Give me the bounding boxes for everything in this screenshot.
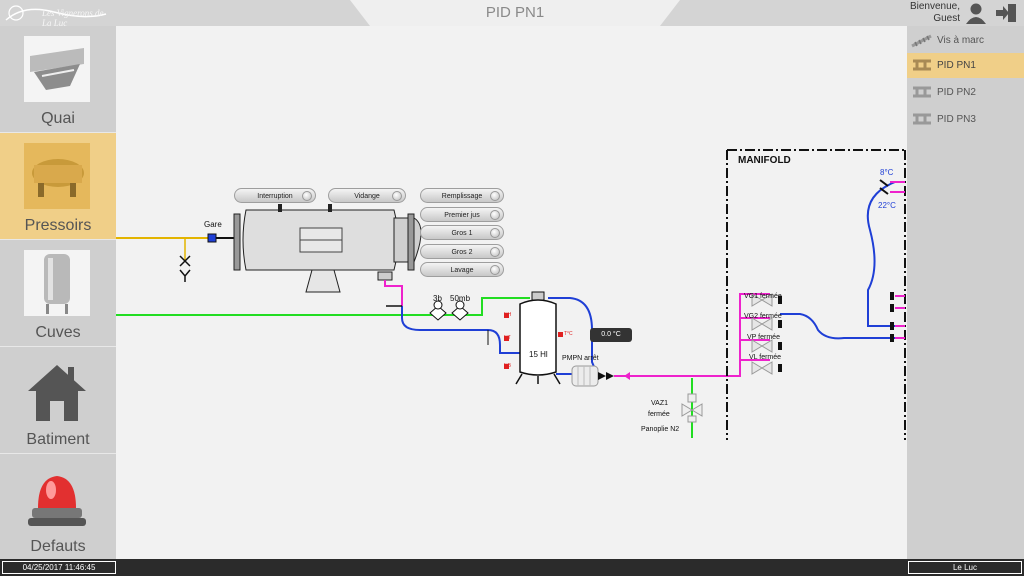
nt-sensor-label: NT [504,335,511,341]
tank-icon [24,250,90,316]
logout-icon[interactable] [994,3,1018,23]
pid-icon [913,113,931,125]
tank-volume-label: 15 Hl [529,350,548,359]
nav-item-pid-pn1[interactable]: PID PN1 [907,53,1024,78]
vg2-valve-label[interactable]: VG2 fermée [744,313,782,320]
nav-item-defauts[interactable]: Defauts [0,454,116,561]
wine-press-icon [24,143,90,209]
brand-logo: Les Vignerons de La Luc [4,2,112,28]
temp-high-label: 8°C [880,168,894,177]
premier-jus-button[interactable]: Premier jus [420,207,504,222]
status-led-icon [490,210,500,220]
manifold-valves-icon [751,293,773,375]
vaz1-state: fermée [648,411,670,418]
remplissage-button[interactable]: Remplissage [420,188,504,203]
pid-canvas [116,26,907,559]
status-led-icon [490,247,500,257]
press-hopper-icon [24,36,90,102]
screw-conveyor-icon [911,34,932,48]
welcome-text: Bienvenue, Guest [909,1,960,24]
nav-item-pid-pn2[interactable]: PID PN2 [907,80,1024,105]
status-led-icon [490,191,500,201]
vaz1-label: VAZ1 [651,400,668,407]
pipe-magenta-manifold [614,293,770,377]
pump-icon [571,365,614,387]
pressure-regulator-icon [429,300,469,321]
pid-icon [913,59,931,71]
right-nav: Vis à marc PID PN1 PID PN2 PID PN3 [907,26,1024,559]
lavage-button[interactable]: Lavage [420,262,504,277]
status-led-icon [490,228,500,238]
alarm-beacon-icon [24,464,90,530]
temp-low-label: 22°C [878,201,896,210]
status-led-icon [490,265,500,275]
status-led-icon [392,191,402,201]
pipe-magenta-drain [384,280,403,306]
manifold-label: MANIFOLD [738,155,791,166]
nb-sensor-label: NB [504,363,511,369]
page-title: PID PN1 [485,4,545,21]
press-tank-icon [233,204,422,293]
gros1-button[interactable]: Gros 1 [420,225,504,240]
panoplie-label: Panoplie N2 [641,426,680,433]
pressure-3b-label: 3b [433,294,442,303]
user-icon[interactable] [964,2,988,24]
pid-icon [913,86,931,98]
temp-readout: 0.0 °C [590,328,632,342]
temp-sensor-label: T°C [564,331,573,337]
nav-item-vis-a-marc[interactable]: Vis à marc [907,28,1024,53]
pipe-green-n2 [116,297,530,316]
nav-item-pid-pn3[interactable]: PID PN3 [907,107,1024,132]
vidange-button[interactable]: Vidange [328,188,406,203]
status-led-icon [302,191,312,201]
vl-valve-label[interactable]: VL fermée [749,354,782,361]
site-display: Le Luc [908,561,1022,574]
vg1-valve-label[interactable]: VG1 fermée [744,293,782,300]
buffer-tank-icon [504,291,563,385]
pressure-50mb-label: 50mb [450,294,471,303]
nav-item-cuves[interactable]: Cuves [0,240,116,347]
interruption-button[interactable]: Interruption [234,188,316,203]
drain-valve-icon [179,255,191,282]
pump-status-label: PMPN arrêt [562,355,599,362]
vp-valve-label[interactable]: VP fermée [747,334,780,341]
status-bar: 04/25/2017 11:46:45 Le Luc [0,559,1024,576]
vaz1-valve-icon [681,393,703,423]
nav-item-quai[interactable]: Quai [0,26,116,133]
nav-item-batiment[interactable]: Batiment [0,347,116,454]
house-icon [24,357,90,423]
nh-sensor-label: NH [504,312,512,318]
nav-item-pressoirs[interactable]: Pressoirs [0,133,116,240]
gare-label: Gare [204,220,222,229]
gare-valve-icon [207,233,217,243]
gros2-button[interactable]: Gros 2 [420,244,504,259]
left-nav: Quai Pressoirs Cuves Batiment Defauts [0,26,116,561]
title-tab [350,0,680,26]
datetime-display: 04/25/2017 11:46:45 [2,561,116,574]
